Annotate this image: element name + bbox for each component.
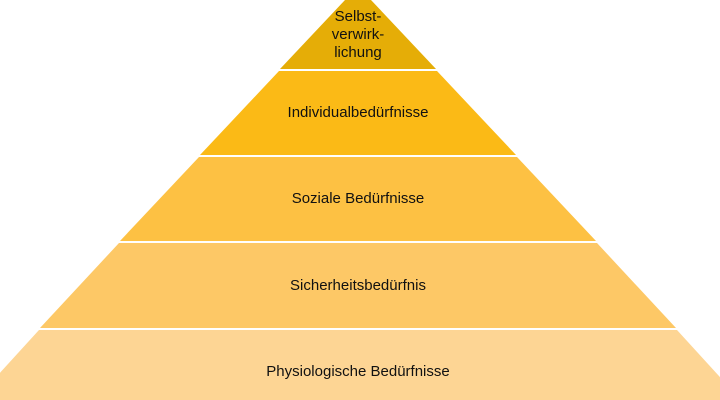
label-physiological: Physiologische Bedürfnisse (266, 363, 450, 380)
label-safety: Sicherheitsbedürfnis (290, 277, 426, 294)
label-social: Soziale Bedürfnisse (291, 190, 425, 207)
level-safety (40, 243, 676, 328)
label-line: verwirk- (331, 26, 385, 43)
label-line: lichung (334, 44, 382, 61)
level-esteem (200, 71, 516, 155)
label-esteem: Individualbedürfnisse (287, 104, 429, 121)
label-self-actualization: Selbst- verwirk- lichung (0, 8, 716, 62)
label-line: Selbst- (334, 8, 382, 25)
level-self-actualization (280, 0, 436, 69)
level-physiological (0, 330, 720, 400)
level-social (120, 157, 596, 241)
